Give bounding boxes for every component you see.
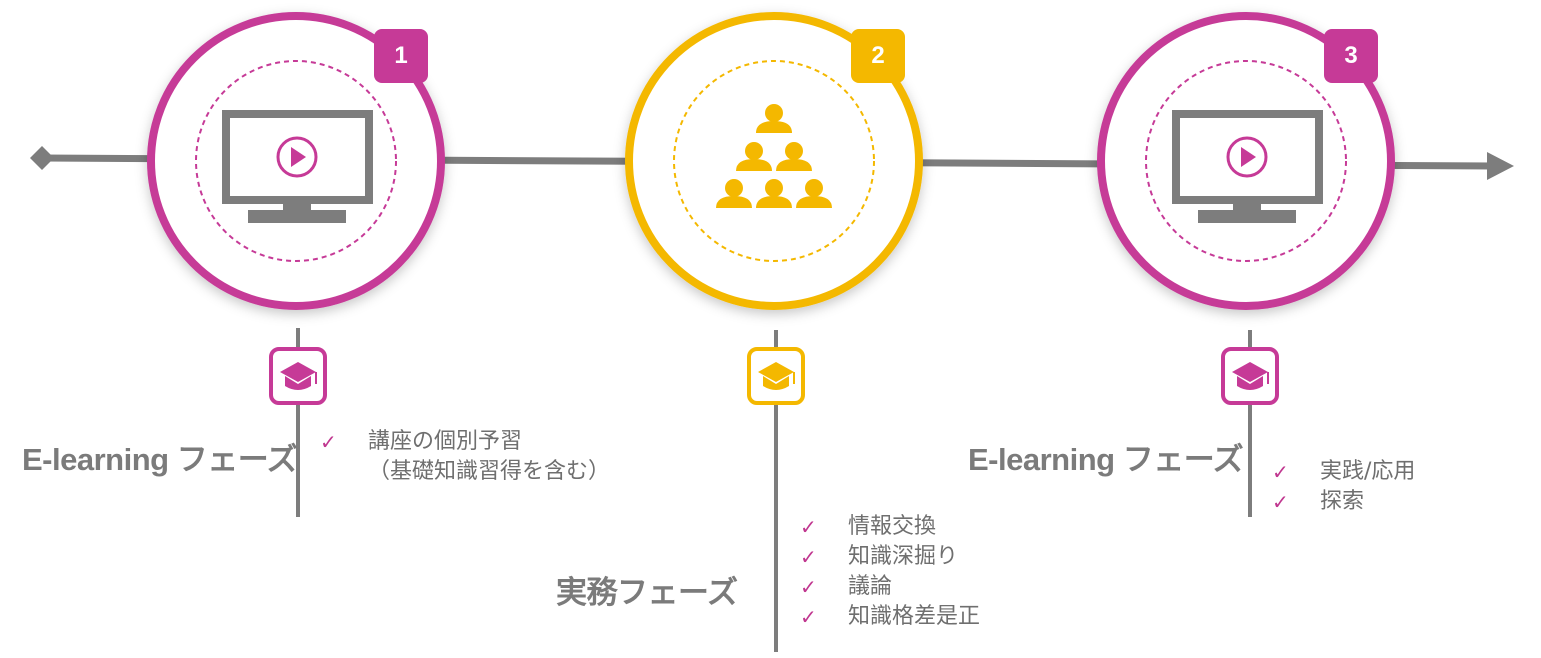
check-icon: ✓ [800,545,817,569]
list-item-sub: （基礎知識習得を含む） [320,457,610,487]
list-item-label: 議論 [848,574,893,599]
phase1-item-list: ✓ 講座の個別予習 （基礎知識習得を含む） [320,427,610,487]
phase1-circle [147,12,445,310]
check-icon: ✓ [800,605,817,629]
list-item: ✓ 実践/応用 [1272,457,1415,487]
list-item-label: 講座の個別予習 [368,429,523,454]
phase1-number-badge: 1 [374,29,428,83]
list-item-sub-label: （基礎知識習得を含む） [368,459,611,484]
phase1-title: E-learning フェーズ [22,442,298,477]
list-item-label: 情報交換 [848,514,937,539]
list-item-label: 探索 [1320,489,1365,514]
list-item: ✓ 探索 [1272,487,1415,517]
list-item-label: 知識格差是正 [848,604,981,629]
phase2-number-badge: 2 [851,29,905,83]
check-icon: ✓ [1272,490,1289,514]
check-icon: ✓ [800,515,817,539]
timeline-arrow-head [1487,152,1514,180]
phase2-graduation-cap-icon [747,347,805,405]
list-item: ✓ 情報交換 [800,512,980,542]
list-item: ✓ 議論 [800,572,980,602]
monitor-play-icon [1172,110,1323,223]
phase3-title: E-learning フェーズ [968,442,1244,477]
list-item-label: 知識深掘り [848,544,959,569]
phase2-item-list: ✓ 情報交換 ✓ 知識深掘り ✓ 議論 ✓ 知識格差是正 [800,512,980,632]
group-people-icon [716,104,832,208]
list-item: ✓ 知識深掘り [800,542,980,572]
timeline-start-diamond [30,146,54,170]
check-icon: ✓ [1272,460,1289,484]
phase1-graduation-cap-icon [269,347,327,405]
check-icon: ✓ [800,575,817,599]
monitor-play-icon [222,110,373,223]
check-icon: ✓ [320,430,337,454]
phase3-circle [1097,12,1395,310]
phase3-graduation-cap-icon [1221,347,1279,405]
phase2-circle [625,12,923,310]
phase3-item-list: ✓ 実践/応用 ✓ 探索 [1272,457,1415,517]
list-item: ✓ 知識格差是正 [800,602,980,632]
list-item: ✓ 講座の個別予習 [320,427,610,457]
phase3-number-badge: 3 [1324,29,1378,83]
list-item-label: 実践/応用 [1320,459,1416,484]
phase2-title: 実務フェーズ [556,575,738,610]
